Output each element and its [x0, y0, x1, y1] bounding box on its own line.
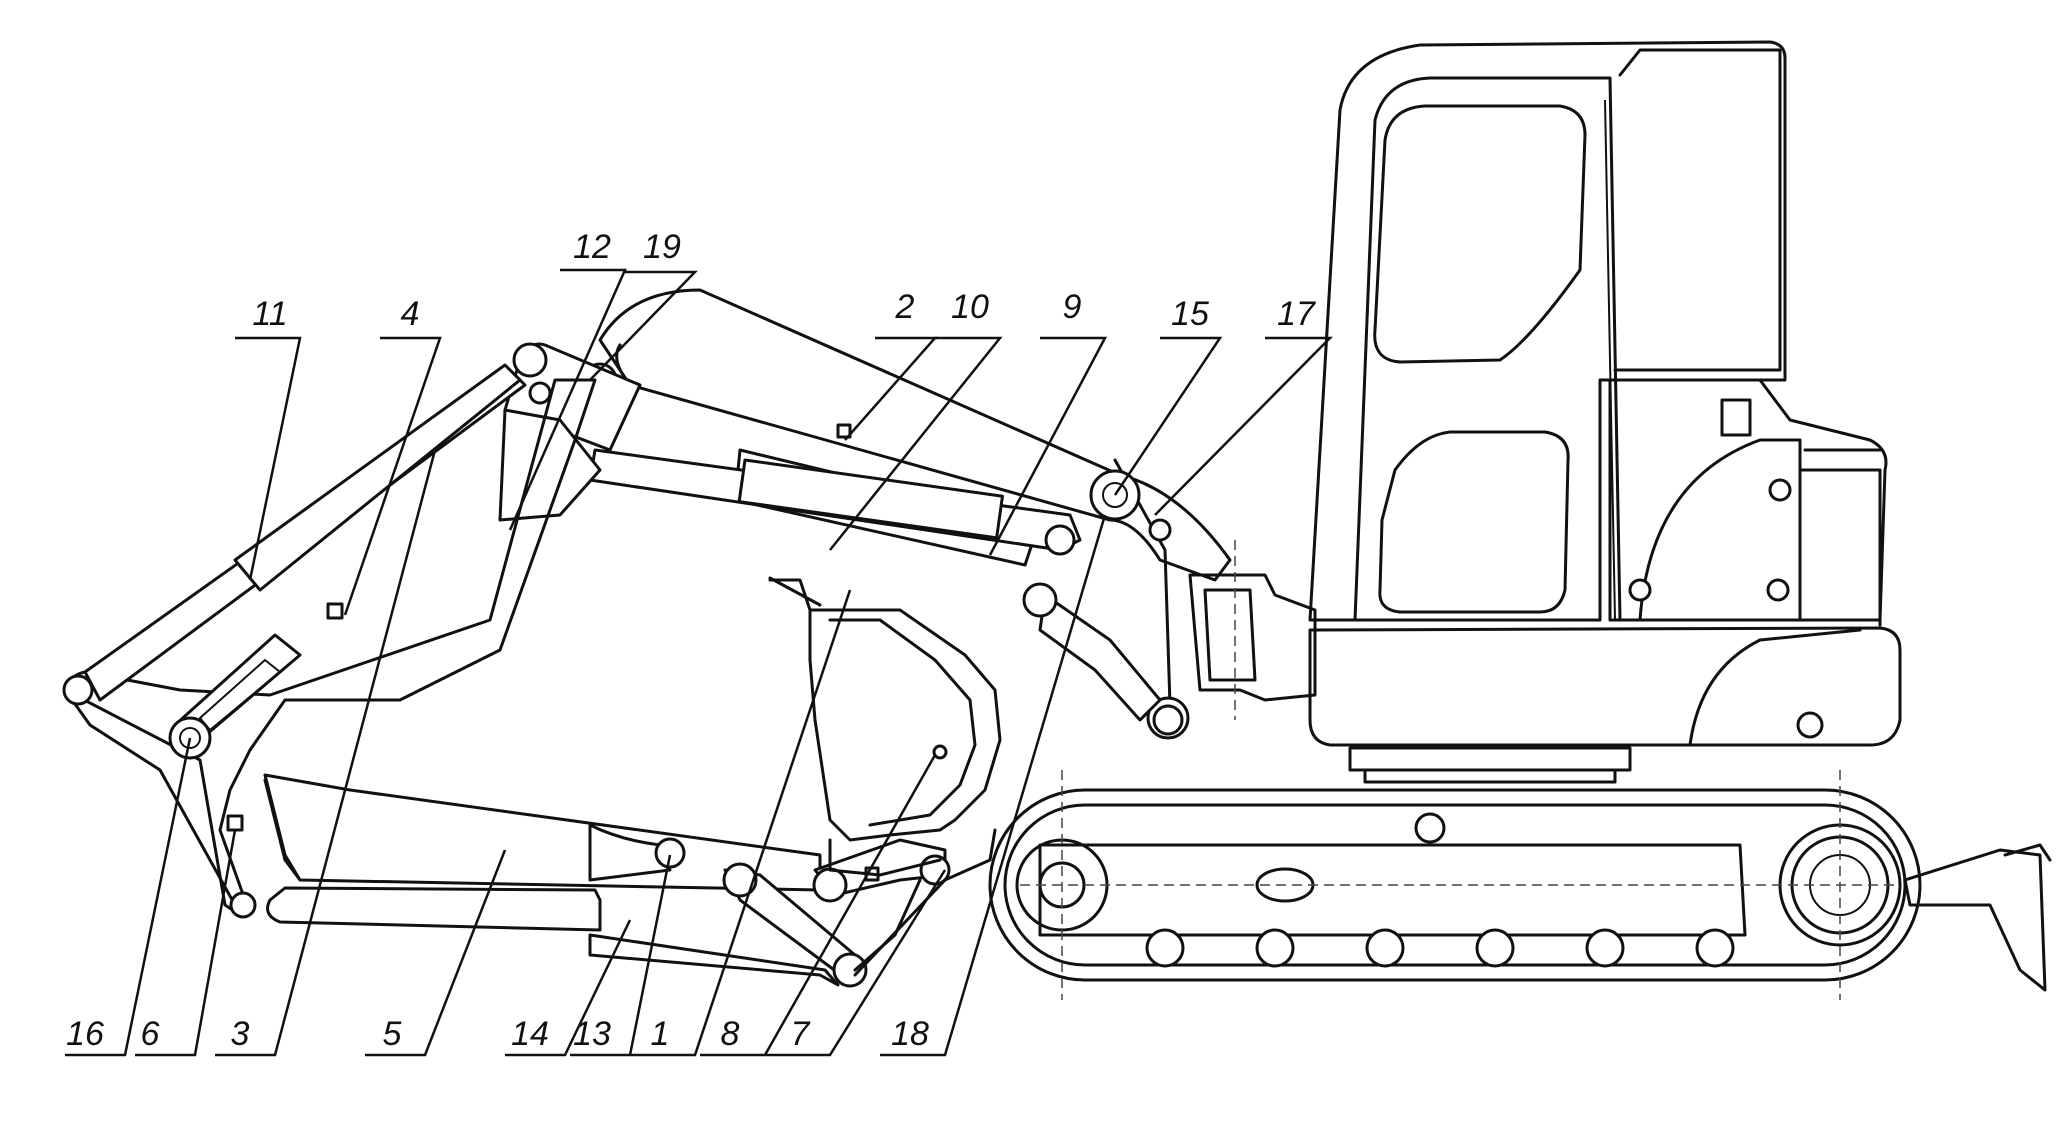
- part-label-14: 14: [511, 1015, 549, 1053]
- upper-body: [1308, 626, 1902, 784]
- cab: [1308, 40, 1787, 622]
- part-labels: 11 4 12 19 2 10 9 15 17 16 6 3 5 14 13 1…: [66, 228, 1316, 1053]
- crawler-track: [988, 770, 1922, 1000]
- part-label-9: 9: [1063, 288, 1082, 326]
- part-label-1: 1: [651, 1015, 670, 1053]
- part-label-13: 13: [573, 1015, 611, 1053]
- part-label-2: 2: [895, 288, 915, 326]
- part-label-16: 16: [66, 1015, 104, 1053]
- part-label-15: 15: [1171, 295, 1209, 333]
- bucket-cylinder: [83, 363, 527, 702]
- part-label-10: 10: [951, 288, 989, 326]
- part-label-11: 11: [252, 295, 287, 333]
- part-label-6: 6: [141, 1015, 160, 1053]
- part-label-8: 8: [721, 1015, 740, 1053]
- part-label-4: 4: [401, 295, 420, 333]
- leader-lines: [65, 268, 1333, 1057]
- swing-bracket: [1188, 540, 1317, 720]
- track-rollers: [1145, 928, 1735, 968]
- part-label-7: 7: [791, 1015, 811, 1053]
- part-label-17: 17: [1277, 295, 1316, 333]
- part-label-5: 5: [383, 1015, 402, 1053]
- part-label-18: 18: [891, 1015, 929, 1053]
- engine-housing: [1608, 378, 1888, 627]
- part-label-19: 19: [643, 228, 681, 266]
- bucket: [768, 576, 1002, 877]
- part-label-12: 12: [573, 228, 611, 266]
- link-plates: [722, 828, 997, 988]
- dozer-blade: [1903, 843, 2052, 992]
- part-label-3: 3: [231, 1015, 250, 1053]
